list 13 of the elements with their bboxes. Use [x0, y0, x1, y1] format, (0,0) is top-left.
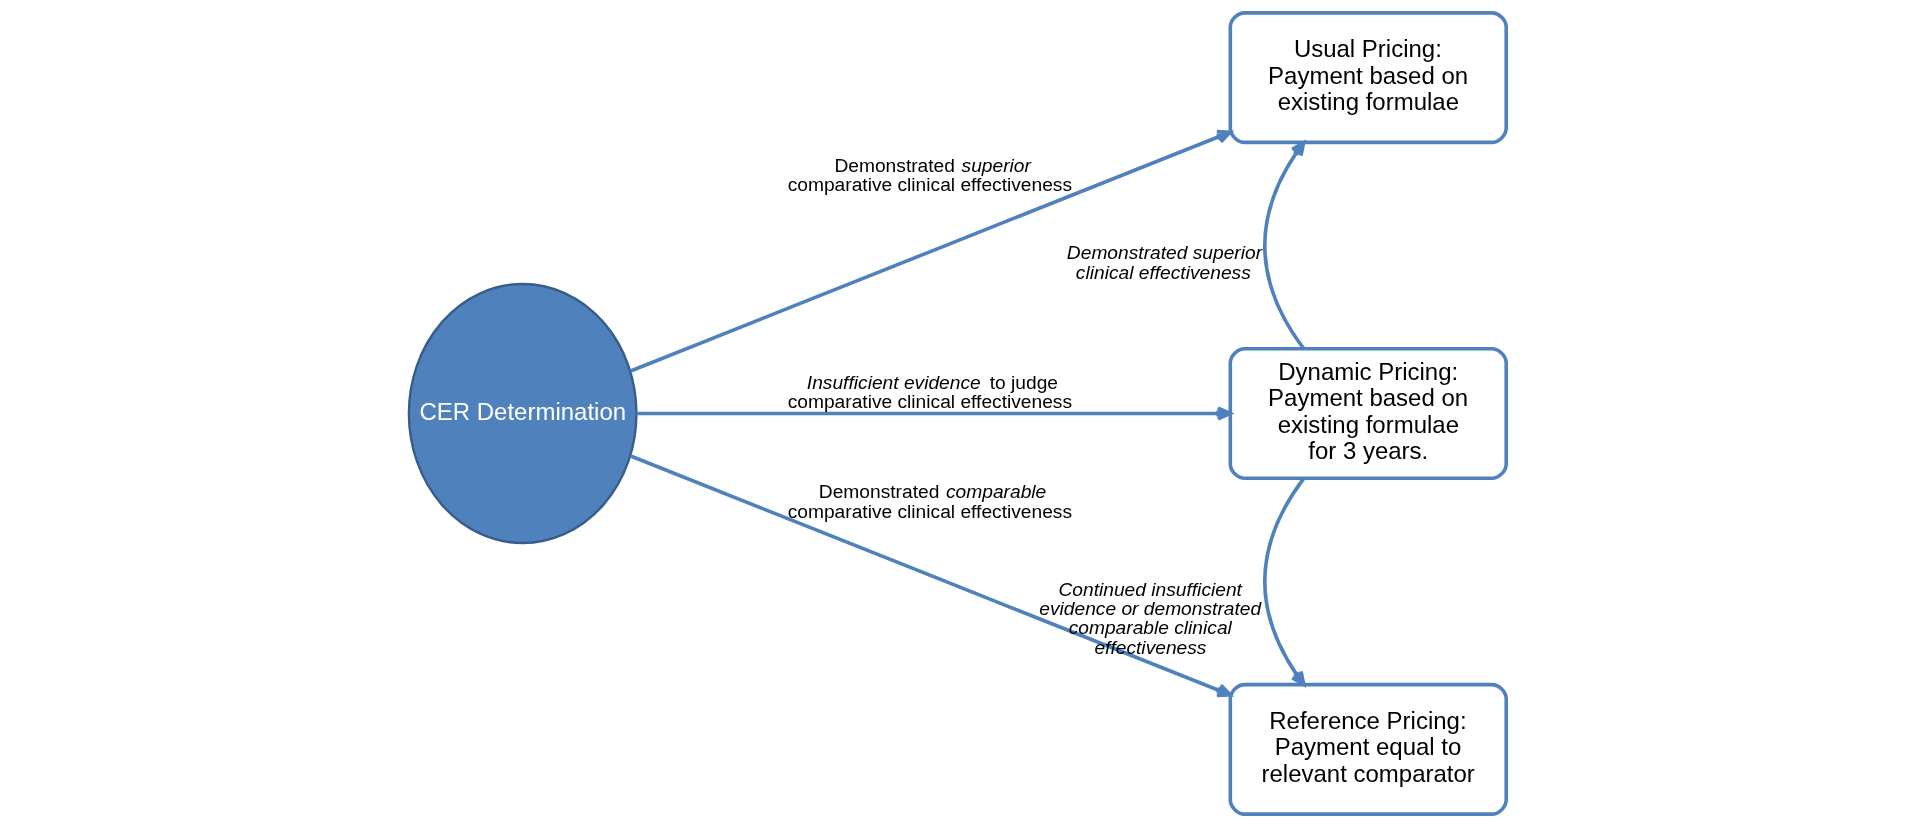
arrow — [630, 454, 1232, 698]
edge-label: Demonstrated superior clinical effectiveness — [1066, 242, 1263, 283]
node-box: Usual Pricing: Payment based on existing formulae — [1228, 11, 1508, 145]
arrow — [630, 129, 1232, 373]
edge-label: Demonstrated superior comparative clinical effectiveness — [787, 155, 1073, 196]
edge-label: Demonstrated comparable comparative clinical effectiveness — [787, 481, 1073, 522]
node-box: Dynamic Pricing: Payment based on existing formulae for 3 years. — [1228, 346, 1508, 481]
arrow — [1263, 140, 1306, 350]
arrow — [636, 406, 1232, 421]
node-ellipse: CER Determination — [407, 282, 638, 545]
node-box: Reference Pricing: Payment equal to relevant comparator — [1228, 682, 1508, 816]
edge-label: Insufficient evidence to judge comparative clinical effectiveness — [787, 372, 1073, 413]
arrow — [1263, 477, 1306, 687]
